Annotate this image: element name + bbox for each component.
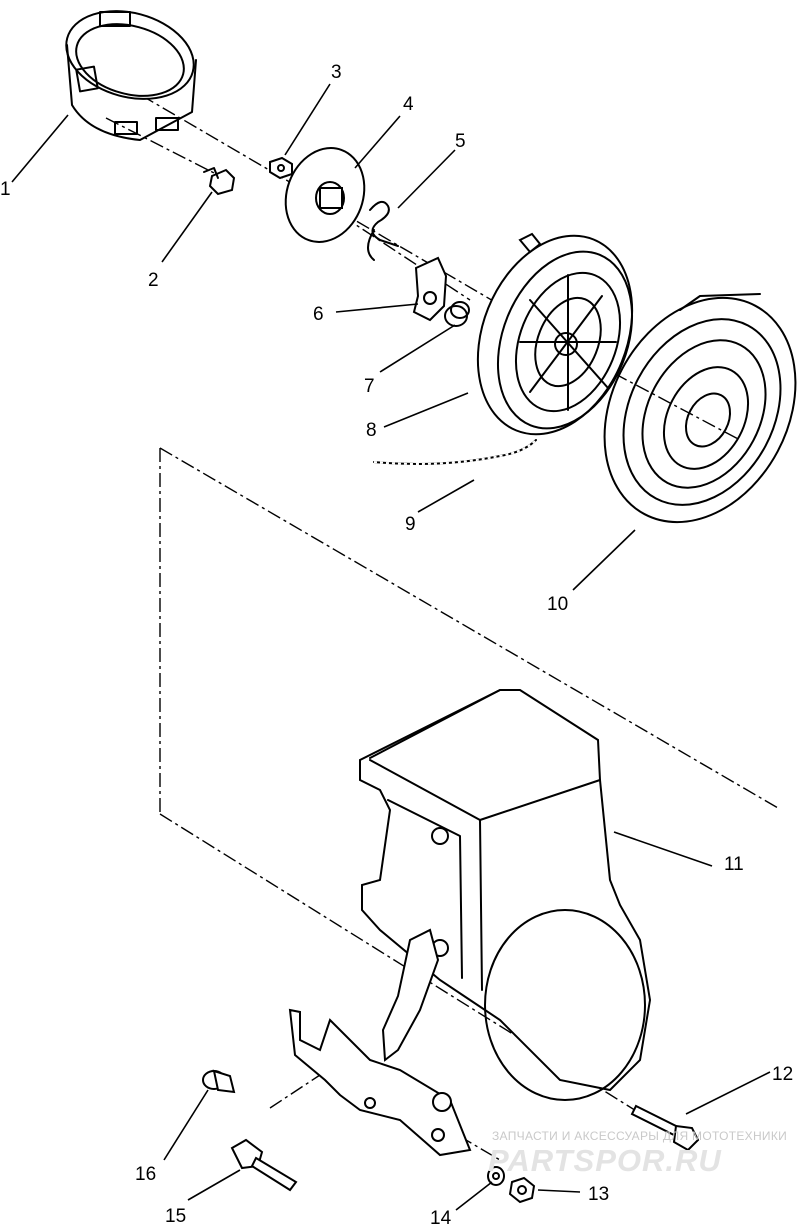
part-pulley <box>284 147 366 243</box>
callout-16: 16 <box>135 1164 156 1185</box>
callout-14: 14 <box>430 1208 452 1225</box>
callout-8: 8 <box>366 420 377 441</box>
callout-9: 9 <box>405 514 416 535</box>
watermark-caption: ЗАПЧАСТИ И АКСЕССУАРЫ ДЛЯ МОТОТЕХНИКИ <box>492 1129 788 1143</box>
part-spring-clip <box>367 200 399 261</box>
part-stud <box>203 167 236 196</box>
callout-12: 12 <box>772 1064 793 1085</box>
part-recoil-housing <box>288 689 652 1157</box>
part-bolt-long <box>630 1104 700 1152</box>
callout-6: 6 <box>313 304 324 325</box>
callout-11: 11 <box>724 854 744 875</box>
part-pawl <box>412 256 448 322</box>
part-washer <box>487 1166 505 1186</box>
part-drive-cup <box>65 10 197 141</box>
leader-lines <box>11 83 771 1211</box>
callout-1: 1 <box>0 179 11 200</box>
watermark-logo: PARTSPOR.RU <box>488 1143 722 1178</box>
callout-15: 15 <box>165 1206 186 1225</box>
callout-13: 13 <box>588 1184 609 1205</box>
part-recoil-reel <box>476 232 634 436</box>
part-starter-rope <box>373 439 537 465</box>
part-rewind-spring <box>603 293 797 524</box>
callout-4: 4 <box>403 94 414 115</box>
callout-5: 5 <box>455 131 466 152</box>
part-nut-small <box>269 156 293 180</box>
callout-10: 10 <box>547 594 568 615</box>
callout-numbers: 1 2 3 4 5 6 7 8 9 10 11 12 13 14 15 16 <box>0 62 793 1229</box>
callout-2: 2 <box>148 270 159 291</box>
callout-3: 3 <box>331 62 342 83</box>
part-nut-large <box>508 1176 536 1204</box>
callout-7: 7 <box>364 376 375 397</box>
part-bolt-short <box>230 1138 298 1192</box>
alignment-lines <box>97 69 779 1161</box>
part-bushing <box>444 301 470 327</box>
part-collar <box>202 1069 236 1094</box>
